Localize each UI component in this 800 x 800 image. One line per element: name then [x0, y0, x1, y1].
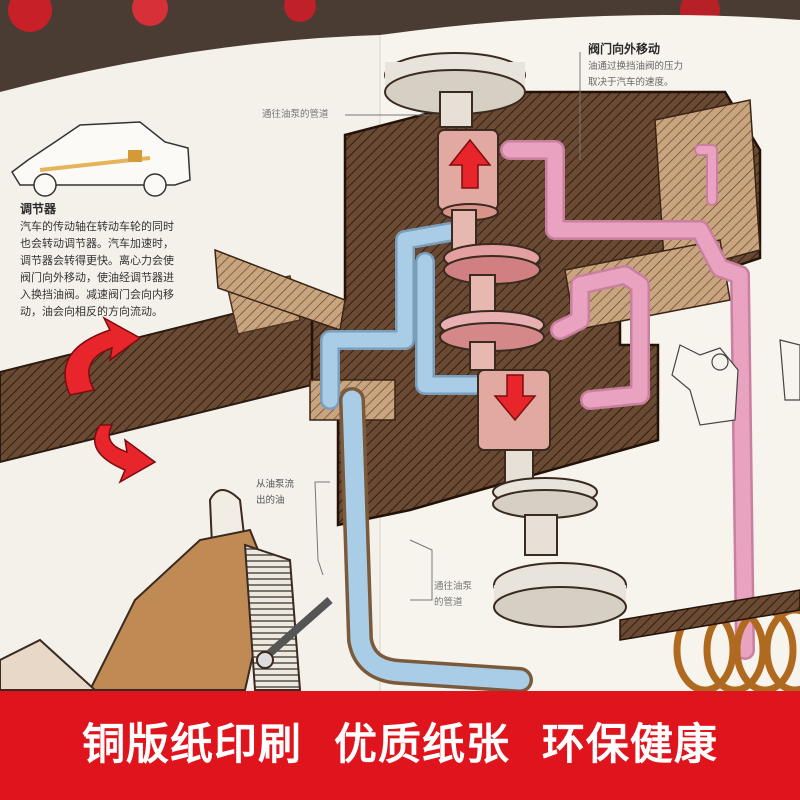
pipe-to-pump-top-label: 通往油泵的管道	[262, 109, 329, 120]
promo-banner: 铜版纸印刷 优质纸张 环保健康	[0, 691, 800, 800]
regulator-line5: 入换挡油阀。减速阀门会向内移	[20, 288, 174, 301]
promo-banner-text: 铜版纸印刷 优质纸张 环保健康	[82, 720, 718, 770]
regulator-title: 调节器	[20, 202, 57, 216]
oil-from-pump-line2: 出的油	[256, 495, 285, 506]
valve-moves-title: 阀门向外移动	[588, 42, 661, 56]
regulator-line2: 也会转动调节器。汽车加速时，	[20, 237, 174, 250]
arrow-up-icon	[448, 138, 492, 189]
valve-moves-line1: 油通过换挡油阀的压力	[588, 61, 684, 72]
pipe-to-pump-bottom-line1: 通往油泵	[434, 581, 473, 592]
pipe-to-pump-bottom-line2: 的管道	[434, 597, 463, 608]
sketch-figures	[671, 339, 800, 426]
regulator-line3: 调节器会转得更快。离心力会使	[20, 254, 174, 267]
rotation-arrow-icon	[64, 316, 157, 484]
pedal-and-foot	[0, 489, 333, 691]
valve-moves-line2: 取决于汽车的速度。	[588, 77, 674, 88]
regulator-line6: 动，油会向相反的方向流动。	[20, 305, 163, 318]
pink-oil-channel	[500, 140, 755, 660]
oil-from-pump-line1: 从油泵流	[256, 479, 295, 490]
car-outline-icon	[11, 121, 191, 197]
blue-oil-channel	[320, 222, 533, 693]
regulator-line1: 汽车的传动轴在转动车轮的同时	[20, 220, 174, 233]
regulator-line4: 阀门向外移动，使油经调节器进	[20, 271, 174, 284]
callout-lines	[314, 52, 581, 601]
arrow-down-icon	[493, 374, 537, 422]
